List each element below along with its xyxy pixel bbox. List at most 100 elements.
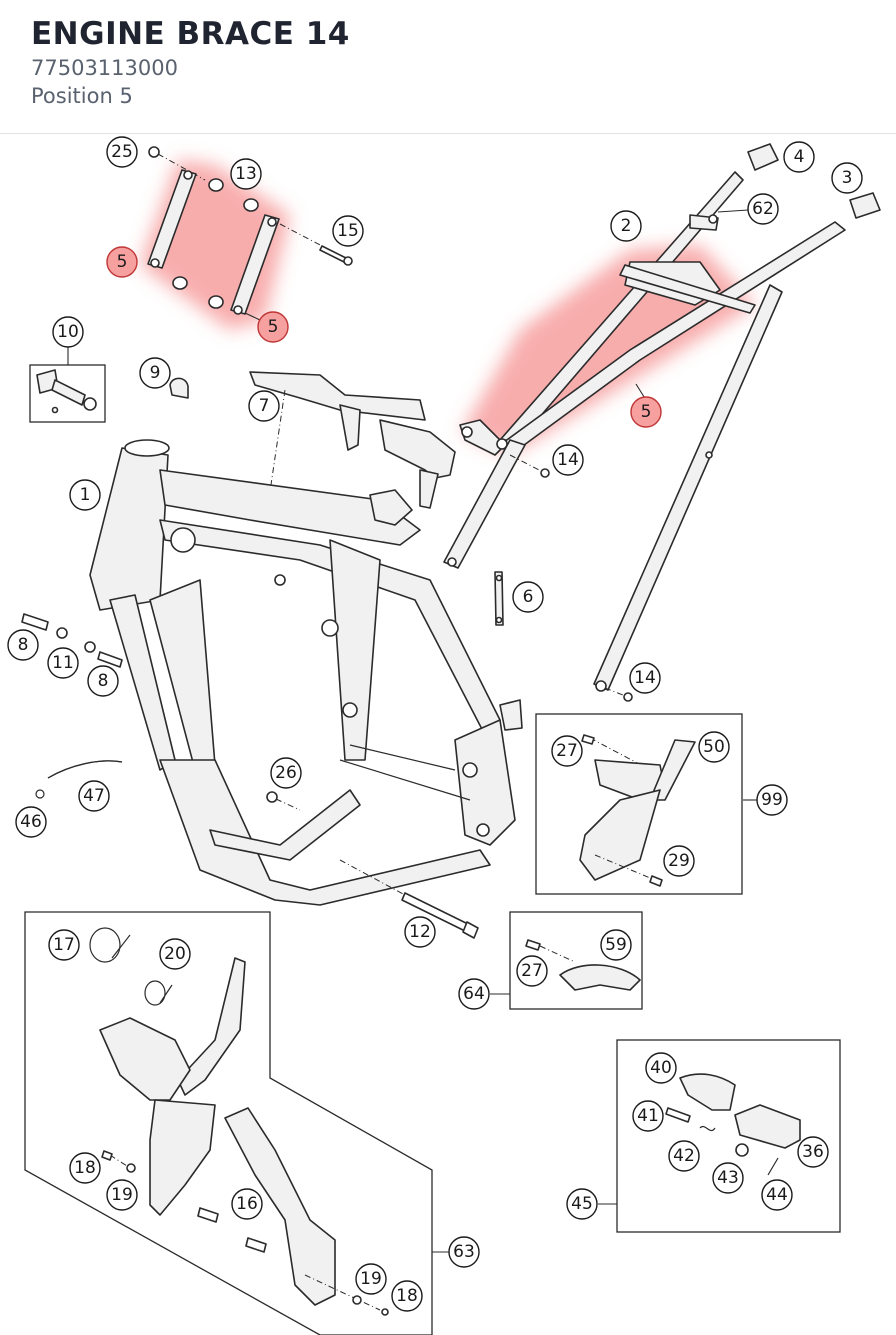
clip-46[interactable] (35, 789, 45, 799)
bolt-8-left[interactable] (21, 613, 49, 631)
callout-16[interactable]: 16 (231, 1188, 263, 1220)
svg-text:36: 36 (802, 1142, 824, 1162)
bolt-26[interactable] (266, 791, 301, 811)
svg-text:15: 15 (337, 221, 359, 241)
callout-43[interactable]: 43 (712, 1162, 744, 1194)
svg-text:5: 5 (268, 317, 279, 337)
cap-4[interactable] (747, 143, 779, 171)
svg-text:7: 7 (259, 396, 270, 416)
callout-44[interactable]: 44 (761, 1179, 793, 1211)
cable-tie-20[interactable] (144, 980, 173, 1006)
svg-text:26: 26 (275, 763, 297, 783)
svg-text:25: 25 (111, 142, 133, 162)
position-label: Position 5 (31, 84, 133, 108)
callout-40[interactable]: 40 (645, 1052, 677, 1084)
callout-50[interactable]: 50 (698, 731, 730, 763)
callout-1[interactable]: 1 (69, 479, 101, 511)
svg-text:3: 3 (842, 168, 853, 188)
spring-42[interactable] (699, 1125, 716, 1132)
callout-17[interactable]: 17 (48, 929, 80, 961)
callout-5-right[interactable]: 5 (630, 396, 662, 428)
spring-pin-10[interactable] (36, 369, 97, 414)
callout-64[interactable]: 64 (458, 978, 490, 1010)
callout-8-left[interactable]: 8 (7, 629, 39, 661)
cotter-pin-44[interactable] (767, 1157, 779, 1176)
callout-36[interactable]: 36 (797, 1136, 829, 1168)
callout-63[interactable]: 63 (448, 1236, 480, 1268)
main-frame[interactable] (89, 439, 523, 906)
svg-text:8: 8 (98, 671, 109, 691)
callout-19-right[interactable]: 19 (355, 1263, 387, 1295)
svg-text:18: 18 (396, 1286, 418, 1306)
callout-2[interactable]: 2 (610, 210, 642, 242)
callout-45[interactable]: 45 (566, 1188, 598, 1220)
callout-15[interactable]: 15 (332, 215, 364, 247)
svg-text:44: 44 (766, 1185, 788, 1205)
engine-brace-plates[interactable] (147, 146, 353, 315)
callout-5-middle[interactable]: 5 (257, 311, 289, 343)
callout-11[interactable]: 11 (47, 647, 79, 679)
callout-46[interactable]: 46 (15, 806, 47, 838)
svg-text:18: 18 (74, 1158, 96, 1178)
nut-11[interactable] (56, 627, 68, 639)
part-box-99 (535, 713, 743, 895)
callout-29[interactable]: 29 (663, 845, 695, 877)
upper-engine-brace[interactable] (443, 171, 846, 569)
svg-text:20: 20 (164, 944, 186, 964)
callout-14-upper[interactable]: 14 (552, 444, 584, 476)
callout-10[interactable]: 10 (52, 316, 84, 348)
svg-text:6: 6 (523, 587, 534, 607)
clip-9[interactable] (169, 377, 189, 399)
frame-protector-left[interactable] (99, 957, 246, 1216)
callout-42[interactable]: 42 (668, 1140, 700, 1172)
callout-19-left[interactable]: 19 (106, 1179, 138, 1211)
callout-18-left[interactable]: 18 (69, 1152, 101, 1184)
callout-27-lower[interactable]: 27 (516, 955, 548, 987)
callout-7[interactable]: 7 (248, 390, 280, 422)
frame-protector-right[interactable] (197, 1107, 389, 1316)
callout-47[interactable]: 47 (78, 780, 110, 812)
pin-41[interactable] (665, 1107, 691, 1123)
svg-text:4: 4 (794, 147, 805, 167)
callout-26[interactable]: 26 (270, 757, 302, 789)
svg-text:50: 50 (703, 737, 725, 757)
callout-20[interactable]: 20 (159, 938, 191, 970)
callout-25[interactable]: 25 (106, 136, 138, 168)
callout-12[interactable]: 12 (404, 916, 436, 948)
washer-43[interactable] (735, 1143, 749, 1157)
callout-5-left[interactable]: 5 (106, 246, 138, 278)
header: ENGINE BRACE 14 77503113000 Position 5 (0, 0, 896, 134)
hose-47[interactable] (47, 760, 123, 779)
svg-text:1: 1 (80, 485, 91, 505)
page-title: ENGINE BRACE 14 (31, 16, 350, 52)
svg-text:12: 12 (409, 922, 431, 942)
svg-text:41: 41 (637, 1106, 659, 1126)
callout-59[interactable]: 59 (600, 929, 632, 961)
rubber-pad-64[interactable] (525, 939, 641, 991)
cable-tie-17[interactable] (89, 927, 131, 963)
svg-text:47: 47 (83, 786, 105, 806)
side-stand-99[interactable] (579, 734, 696, 887)
callout-4[interactable]: 4 (783, 141, 815, 173)
footpeg-right-36[interactable] (734, 1104, 801, 1149)
callout-99[interactable]: 99 (756, 784, 788, 816)
bolt-12[interactable] (339, 859, 479, 939)
callout-18-right[interactable]: 18 (391, 1280, 423, 1312)
brace-6[interactable] (494, 571, 504, 626)
svg-text:43: 43 (717, 1168, 739, 1188)
bracket-7[interactable] (249, 371, 456, 513)
callout-62[interactable]: 62 (747, 193, 779, 225)
callout-13[interactable]: 13 (230, 158, 262, 190)
callout-6[interactable]: 6 (512, 581, 544, 613)
callout-41[interactable]: 41 (632, 1100, 664, 1132)
svg-text:5: 5 (117, 252, 128, 272)
callout-14-lower[interactable]: 14 (629, 662, 661, 694)
footpeg-left-40[interactable] (679, 1073, 736, 1111)
callout-27-upper[interactable]: 27 (551, 735, 583, 767)
callout-9[interactable]: 9 (139, 357, 171, 389)
callout-3[interactable]: 3 (831, 162, 863, 194)
lower-strut[interactable] (593, 284, 783, 702)
cap-3[interactable] (849, 192, 881, 219)
nut-8[interactable] (84, 641, 123, 668)
callout-8-right[interactable]: 8 (87, 665, 119, 697)
